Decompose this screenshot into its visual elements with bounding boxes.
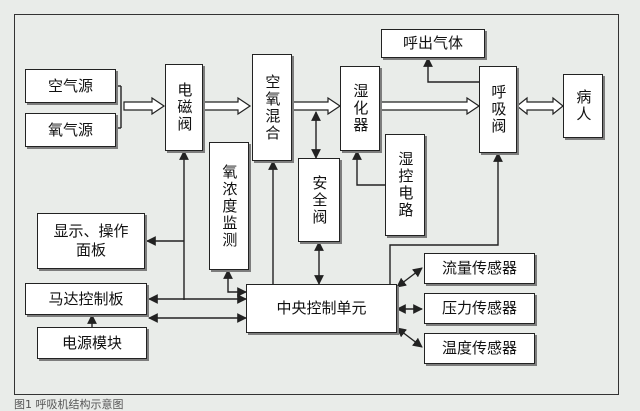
oxygen-source-box: 氧气源 [25, 113, 116, 147]
breathing-valve-box: 呼吸阀 [479, 66, 517, 153]
air-oxygen-mixing-box: 空氧混合 [252, 54, 292, 161]
patient-box: 病人 [563, 74, 603, 138]
hollow-arrow-sources [123, 96, 166, 116]
motor-control-board-box: 马达控制板 [25, 283, 147, 315]
solenoid-valve-box: 电磁阀 [165, 64, 203, 151]
pressure-sensor-box: 压力传感器 [424, 293, 535, 324]
oxygen-monitor-box: 氧浓度监测 [209, 142, 249, 270]
valve-central-link [389, 152, 503, 290]
air-source-box: 空气源 [25, 69, 116, 103]
humidifier-box: 湿化器 [340, 66, 380, 151]
monitor-central-link [223, 269, 247, 297]
hollow-arrow-mix-humidifier [291, 96, 342, 116]
exhaled-gas-box: 呼出气体 [381, 29, 485, 58]
central-control-unit-box: 中央控制单元 [246, 284, 397, 333]
safety-valve-box: 安全阀 [298, 158, 340, 242]
humidity-control-circuit-box: 湿控电路 [385, 134, 425, 236]
humidity-control-link [352, 150, 385, 186]
power-module-box: 电源模块 [37, 327, 147, 359]
hollow-arrow-solenoid-mix [202, 96, 252, 116]
flow-sensor-box: 流量传感器 [424, 253, 535, 284]
hollow-arrow-humidifier-valve [379, 96, 481, 116]
temperature-sensor-link [396, 327, 423, 348]
flow-sensor-link [396, 267, 423, 288]
temperature-sensor-box: 温度传感器 [424, 333, 535, 364]
hollow-double-arrow-valve-patient [516, 96, 564, 116]
figure-caption: 图1 呼吸机结构示意图 [14, 398, 124, 411]
display-operation-panel-box: 显示、操作面板 [37, 213, 145, 269]
diagram-frame [14, 14, 619, 395]
